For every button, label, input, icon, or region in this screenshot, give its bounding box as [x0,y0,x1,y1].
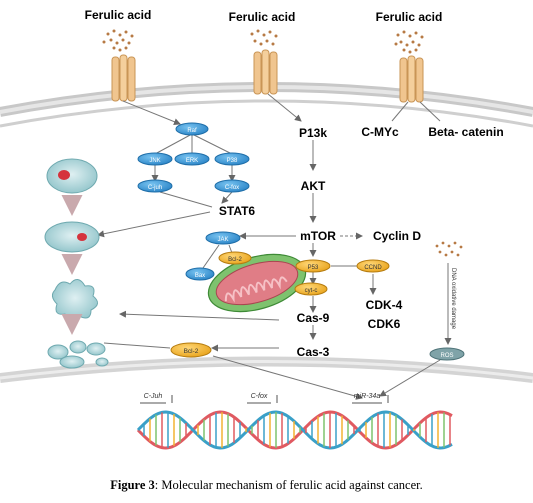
node-erk: ERK [174,152,210,166]
svg-text:JAK: JAK [217,237,228,243]
node-cyt-c: cyt-c [294,282,328,296]
node-p38: P38 [214,152,250,166]
label-mtor: mTOR [300,229,336,243]
shrinking-cell [44,221,100,253]
receptor-1 [111,54,136,102]
label-p13k: P13k [299,126,327,140]
svg-text:P38: P38 [227,158,238,164]
receptor-2 [253,49,278,95]
node-bcl2-bottom: Bcl-2 [170,342,212,358]
label-cyclin-d: Cyclin D [373,229,421,243]
figure-caption: Figure 3: Molecular mechanism of ferulic… [0,478,533,493]
svg-text:ROS: ROS [440,353,453,359]
ferulic-acid-label-1: Ferulic acid [85,8,152,22]
apoptotic-bodies [47,340,109,369]
gene-markers [140,395,389,404]
gene-label-mir34a: miR-34a [354,393,381,400]
node-c-fox: C-fox [214,179,250,193]
svg-text:C-juh: C-juh [148,185,162,191]
svg-text:ERK: ERK [186,158,198,164]
svg-text:Raf: Raf [187,128,197,134]
svg-text:P53: P53 [308,265,319,271]
gene-label-c-fox: C-fox [251,393,268,400]
node-jnk: JNK [137,152,173,166]
ferulic-particles-2 [250,29,278,46]
node-ccnd: CCND [356,259,390,273]
connectors [97,93,452,400]
mitochondrion [207,253,307,313]
node-bcl2-top: Bcl-2 [218,251,252,265]
label-stat6: STAT6 [219,204,256,218]
ferulic-particles-1 [102,29,134,52]
node-bax: Bax [185,267,215,281]
ferulic-acid-label-2: Ferulic acid [229,10,296,24]
svg-text:Bax: Bax [195,273,205,279]
caption-label: Figure 3 [110,478,155,492]
receptor-3 [399,55,424,103]
label-beta-catenin: Beta- catenin [428,125,503,139]
svg-text:Bcl-2: Bcl-2 [228,257,242,263]
ferulic-particles-3 [394,30,424,54]
svg-text:C-fox: C-fox [225,185,239,191]
nuclear-membrane [0,356,533,383]
caption-text: : Molecular mechanism of ferulic acid ag… [154,478,423,492]
label-dna-damage: DNA oxidative damage [450,268,456,330]
node-c-juh: C-juh [137,179,173,193]
svg-text:CCND: CCND [364,265,382,271]
svg-text:Bcl-2: Bcl-2 [184,348,199,355]
label-cdk6: CDK6 [368,317,401,331]
label-cdk4: CDK-4 [366,298,403,312]
node-jak: JAK [205,231,241,245]
label-c-myc: C-MYc [361,125,399,139]
ferulic-acid-label-3: Ferulic acid [376,10,443,24]
label-cas9: Cas-9 [297,311,330,325]
label-cas3: Cas-3 [297,345,330,359]
node-ros: ROS [429,347,465,361]
normal-cell [46,158,98,194]
ros-particles [435,241,463,257]
svg-text:JNK: JNK [149,158,160,164]
gene-label-c-juh: C-Juh [144,393,163,400]
blebbing-cell [51,279,98,321]
node-raf: Raf [175,122,209,136]
node-p53: P53 [295,259,331,273]
dna-helix [136,410,453,450]
label-akt: AKT [301,179,326,193]
svg-text:cyt-c: cyt-c [305,288,318,294]
pathway-diagram: Ferulic acid Ferulic acid Ferulic acid [0,8,533,450]
